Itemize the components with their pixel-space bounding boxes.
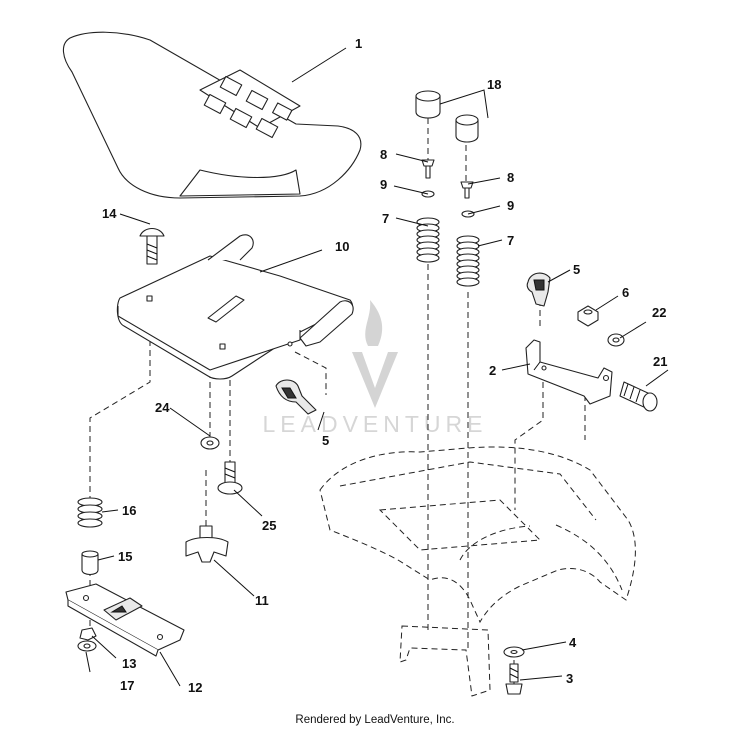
callout-8-right: 8 xyxy=(507,170,514,185)
tractor-frame-outline xyxy=(319,446,636,697)
callout-16: 16 xyxy=(122,503,136,518)
adjustment-bracket xyxy=(525,339,613,405)
callout-1: 1 xyxy=(355,36,362,51)
callout-14: 14 xyxy=(102,206,117,221)
callout-21: 21 xyxy=(653,354,667,369)
spring-right xyxy=(456,235,480,287)
callout-7-right: 7 xyxy=(507,233,514,248)
bushing xyxy=(81,550,99,576)
spacer-knob xyxy=(185,525,229,563)
callout-10: 10 xyxy=(335,239,349,254)
mounting-bracket xyxy=(65,583,185,657)
washer-22 xyxy=(607,333,625,347)
callout-13: 13 xyxy=(122,656,136,671)
callout-3: 3 xyxy=(566,671,573,686)
callout-5-left: 5 xyxy=(322,433,329,448)
callout-22: 22 xyxy=(652,305,666,320)
seat-pan xyxy=(116,234,354,380)
seat xyxy=(62,31,362,199)
bolt-21 xyxy=(619,381,658,412)
callout-15: 15 xyxy=(118,549,132,564)
screw-left xyxy=(421,159,435,179)
clip-right xyxy=(526,272,551,307)
footer-credit: Rendered by LeadVenture, Inc. xyxy=(295,714,455,726)
clip-left xyxy=(275,379,317,415)
callout-18: 18 xyxy=(487,77,501,92)
hex-nut-6 xyxy=(577,305,599,327)
bumper-right xyxy=(455,114,479,143)
callout-11: 11 xyxy=(255,593,269,608)
washer-17 xyxy=(77,640,97,652)
callout-5-right: 5 xyxy=(573,262,580,277)
bolt-3 xyxy=(505,663,523,695)
callout-6: 6 xyxy=(622,285,629,300)
callout-8-left: 8 xyxy=(380,147,387,162)
washer-24 xyxy=(200,436,220,450)
callout-12: 12 xyxy=(188,680,202,695)
screw-right xyxy=(460,181,474,199)
leader-lines xyxy=(85,47,669,687)
shoulder-bolt xyxy=(217,461,243,495)
callout-7-left: 7 xyxy=(382,211,389,226)
carriage-bolt xyxy=(139,227,165,265)
callout-9-left: 9 xyxy=(380,177,387,192)
bumper-left xyxy=(415,90,441,119)
callout-17: 17 xyxy=(120,678,134,693)
callout-24: 24 xyxy=(155,400,170,415)
hex-nut-13 xyxy=(79,627,97,641)
watermark-logo: LEADVENTURE xyxy=(263,300,488,437)
callout-4: 4 xyxy=(569,635,577,650)
spring-left xyxy=(416,217,440,263)
callout-25: 25 xyxy=(262,518,276,533)
spring-small xyxy=(77,497,103,528)
callout-2: 2 xyxy=(489,363,496,378)
callout-9-right: 9 xyxy=(507,198,514,213)
washer-4 xyxy=(503,646,525,658)
watermark-text: LEADVENTURE xyxy=(263,411,488,437)
